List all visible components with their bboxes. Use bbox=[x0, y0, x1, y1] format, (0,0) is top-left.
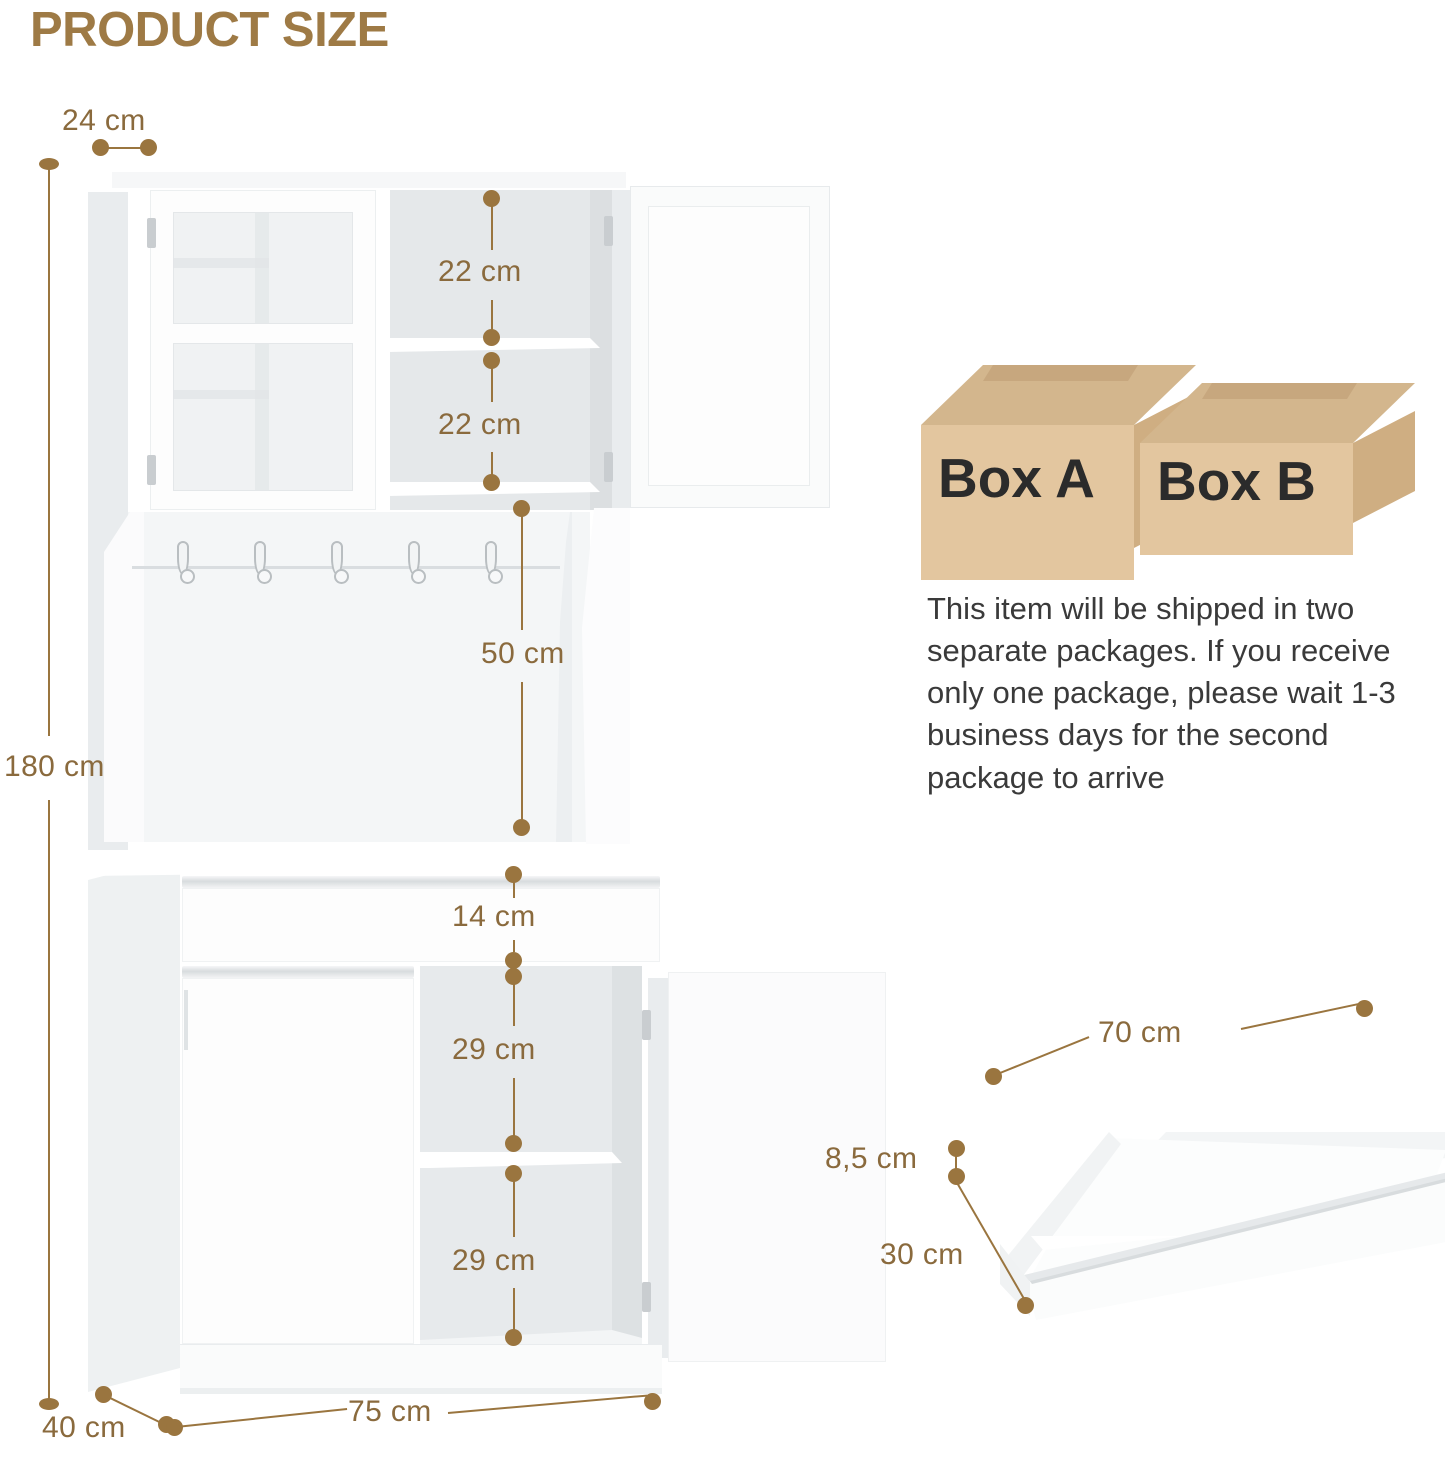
box-a-label: Box A bbox=[938, 447, 1095, 509]
dim-line-height-upper bbox=[48, 166, 50, 736]
lower-open-door-hinge-bottom bbox=[642, 1282, 651, 1312]
hutch-open-door-edge bbox=[612, 190, 630, 508]
dim-dot-base-width-left bbox=[166, 1419, 183, 1436]
dim-label-upper-shelf-2: 22 cm bbox=[438, 408, 522, 441]
dim-line-shelf1-upper bbox=[491, 198, 493, 250]
dim-dot-base-width-right bbox=[644, 1393, 661, 1410]
hutch-open-door-hinge-bottom bbox=[604, 452, 613, 482]
dim-dot-height-top bbox=[39, 158, 59, 170]
dim-label-lower-shelf-1: 29 cm bbox=[452, 1033, 536, 1066]
dim-line-shelf2-lower bbox=[491, 452, 493, 476]
dim-label-base-width: 75 cm bbox=[348, 1395, 432, 1428]
lower-left-door[interactable] bbox=[182, 978, 414, 1344]
lower-open-door-edge bbox=[648, 978, 668, 1358]
dim-dot-drawer-depth-bottom bbox=[1017, 1297, 1034, 1314]
box-b-front bbox=[1140, 443, 1353, 555]
dim-line-drawer-depth bbox=[955, 1180, 1029, 1307]
hutch-door-mullion bbox=[173, 324, 353, 343]
dim-dot-base-depth-top bbox=[95, 1386, 112, 1403]
open-bay-right-wing bbox=[582, 508, 630, 844]
dim-dot-drawer-width-left bbox=[985, 1068, 1002, 1085]
dim-line-low1-lower bbox=[513, 1078, 515, 1136]
dim-dot-height-bottom bbox=[39, 1398, 59, 1410]
dim-dot-drawer-bottom bbox=[505, 952, 522, 969]
dim-line-drawer-width-right bbox=[1240, 1003, 1359, 1030]
cabinet-plinth bbox=[180, 1344, 662, 1392]
dim-dot-depth-top-right bbox=[140, 139, 157, 156]
lower-left-door-inner-edge bbox=[184, 990, 188, 1050]
dim-line-drawer-side-height bbox=[955, 1152, 957, 1174]
base-top-surface bbox=[88, 846, 668, 876]
dim-line-shelf2-upper bbox=[491, 360, 493, 402]
glass-reflection-b bbox=[173, 258, 269, 268]
dim-dot-low2-bottom bbox=[505, 1329, 522, 1346]
lower-door-handle[interactable] bbox=[182, 966, 414, 978]
dim-label-total-height: 180 cm bbox=[4, 750, 105, 783]
dim-line-base-width-right bbox=[447, 1394, 648, 1414]
dim-label-drawer-width: 70 cm bbox=[1098, 1016, 1182, 1049]
dim-label-open-shelf: 50 cm bbox=[481, 637, 565, 670]
dim-dot-depth-top-left bbox=[92, 139, 109, 156]
dim-line-low1-upper bbox=[513, 976, 515, 1026]
hutch-open-door-glass bbox=[648, 206, 810, 486]
hook-4 bbox=[408, 541, 426, 584]
hutch-door-hinge-bottom bbox=[147, 455, 156, 485]
cabinet-base-shadow bbox=[180, 1388, 662, 1394]
box-b-top-tape bbox=[1202, 383, 1357, 399]
dim-line-drawer-lower bbox=[513, 940, 515, 952]
dim-line-depth-top bbox=[101, 147, 148, 149]
dim-line-base-width-left bbox=[175, 1408, 348, 1428]
dim-label-drawer-depth: 30 cm bbox=[880, 1238, 964, 1271]
hook-2 bbox=[254, 541, 272, 584]
dim-dot-open-bottom bbox=[513, 819, 530, 836]
lower-interior-right-wall bbox=[612, 966, 642, 1348]
dim-label-drawer-height: 14 cm bbox=[452, 900, 536, 933]
glass-reflection-a bbox=[255, 212, 269, 324]
hook-1 bbox=[177, 541, 195, 584]
box-a-top-tape bbox=[983, 365, 1138, 381]
dim-line-drawer-upper bbox=[513, 874, 515, 898]
dim-line-low2-upper bbox=[513, 1173, 515, 1237]
dim-dot-drawer-width-right bbox=[1356, 1000, 1373, 1017]
dim-dot-low1-bottom bbox=[505, 1135, 522, 1152]
dim-line-shelf1-lower bbox=[491, 300, 493, 330]
page-title: PRODUCT SIZE bbox=[30, 3, 389, 57]
hutch-top-surface bbox=[112, 172, 626, 188]
glass-reflection-d bbox=[173, 390, 269, 399]
dim-label-upper-shelf-1: 22 cm bbox=[438, 255, 522, 288]
base-left-side bbox=[88, 856, 180, 1392]
dim-dot-shelf2-bottom bbox=[483, 474, 500, 491]
dim-line-height-lower bbox=[48, 800, 50, 1402]
lower-open-door-hinge-top bbox=[642, 1010, 651, 1040]
hutch-open-door-hinge-top bbox=[604, 216, 613, 246]
dim-dot-shelf1-bottom bbox=[483, 329, 500, 346]
dim-line-drawer-width-left bbox=[999, 1036, 1090, 1074]
drawer-front[interactable] bbox=[182, 888, 660, 962]
drawer-handle[interactable] bbox=[182, 876, 660, 888]
dim-line-open-upper bbox=[521, 508, 523, 630]
dim-line-low2-lower bbox=[513, 1288, 515, 1330]
glass-reflection-c bbox=[255, 343, 269, 491]
dim-label-depth-top: 24 cm bbox=[62, 104, 146, 137]
box-b-label: Box B bbox=[1157, 450, 1316, 512]
shipping-note: This item will be shipped in two separat… bbox=[927, 591, 1396, 795]
dim-label-drawer-height: 8,5 cm bbox=[825, 1142, 918, 1175]
lower-open-door-panel[interactable] bbox=[668, 972, 886, 1362]
dim-label-lower-shelf-2: 29 cm bbox=[452, 1244, 536, 1277]
box-a-front bbox=[921, 425, 1134, 580]
dim-dot-drawer-height-top bbox=[948, 1140, 965, 1157]
lower-shelf bbox=[420, 1152, 622, 1168]
hook-3 bbox=[331, 541, 349, 584]
hutch-door-hinge-top bbox=[147, 218, 156, 248]
open-bay-left-wing bbox=[104, 512, 144, 842]
dim-label-base-depth: 40 cm bbox=[42, 1411, 126, 1444]
dim-line-open-lower bbox=[521, 682, 523, 820]
hook-5 bbox=[485, 541, 503, 584]
dim-dot-drawer-height-bottom bbox=[948, 1168, 965, 1185]
hook-rail bbox=[132, 566, 560, 569]
